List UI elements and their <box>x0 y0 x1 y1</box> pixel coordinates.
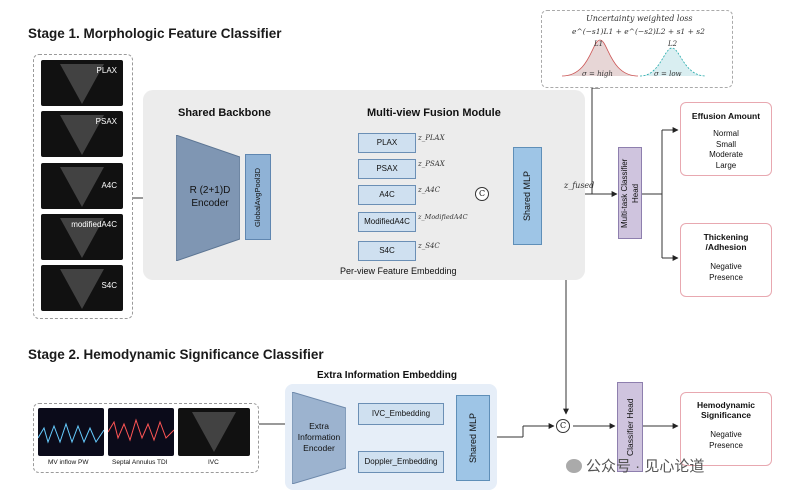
global-avg-pool: GlobalAvgPool3D <box>245 154 271 240</box>
output-effusion-title: Effusion Amount <box>691 111 761 121</box>
echo-image-s4c: S4C <box>41 265 123 311</box>
fused-symbol: z_fused <box>564 181 595 190</box>
ivc-embedding: IVC_Embedding <box>358 403 444 425</box>
doppler-image-mv-inflow <box>38 408 104 456</box>
output-thickening-item: Presence <box>709 272 743 282</box>
embed-symbol-plax: z_PLAX <box>418 134 445 142</box>
extra-info-encoder <box>292 392 346 484</box>
multi-task-classifier-head: Multi-task Classifier Head <box>618 147 642 239</box>
multi-task-classifier-head-label: Multi-task Classifier Head <box>620 158 640 228</box>
image-label-ivc: IVC <box>208 459 219 466</box>
output-thickening-adhesion: Thickening /Adhesion Negative Presence <box>680 223 772 297</box>
echo-image-modifieda4c: modifiedA4C <box>41 214 123 260</box>
output-effusion-item: Small <box>715 139 736 149</box>
output-hemodynamic-item: Negative <box>710 430 742 439</box>
image-label-mv-inflow: MV inflow PW <box>48 459 89 466</box>
embed-symbol-s4c: z_S4C <box>418 242 440 250</box>
echo-label-s4c: S4C <box>101 281 117 290</box>
output-thickening-item: Negative <box>710 262 742 271</box>
per-view-caption: Per-view Feature Embedding <box>340 266 457 276</box>
echo-label-plax: PLAX <box>96 66 117 75</box>
wechat-icon <box>566 458 582 473</box>
loss-formula: e^(−s1)L1 + e^(−s2)L2 + s1 + s2 <box>572 27 705 36</box>
fusion-view-a4c: A4C <box>358 185 416 205</box>
echo-label-a4c: A4C <box>101 181 117 190</box>
shared-mlp-stage2: Shared MLP <box>456 395 490 481</box>
echo-image-plax: PLAX <box>41 60 123 106</box>
doppler-image-septal-tdi <box>108 408 174 456</box>
watermark-text: 公众号 · 见心论道 <box>586 458 705 475</box>
global-avg-pool-label: GlobalAvgPool3D <box>253 167 262 227</box>
output-hemodynamic-item: Presence <box>709 440 743 450</box>
loss-l2: L2 <box>668 40 678 48</box>
fusion-view-modifieda4c: ModifiedA4C <box>358 212 416 232</box>
shared-mlp-stage1-label: Shared MLP <box>522 170 532 222</box>
extra-info-title: Extra Information Embedding <box>317 370 458 381</box>
echo-image-a4c: A4C <box>41 163 123 209</box>
fusion-view-psax: PSAX <box>358 159 416 179</box>
extra-info-encoder-label: Extra Information Encoder <box>297 421 341 453</box>
echo-label-modifieda4c: modifiedA4C <box>71 220 117 229</box>
loss-l1: L1 <box>594 40 604 48</box>
concat-node-stage1: C <box>475 187 489 201</box>
fusion-view-plax: PLAX <box>358 133 416 153</box>
echo-label-psax: PSAX <box>95 117 117 126</box>
stage2-classifier-head: Classifier Head <box>617 382 643 472</box>
embed-symbol-modifieda4c: z_ModifiedA4C <box>418 213 468 221</box>
watermark: 公众号 · 见心论道 <box>566 455 704 476</box>
shared-mlp-stage2-label: Shared MLP <box>468 412 478 464</box>
fusion-view-s4c: S4C <box>358 241 416 261</box>
embed-symbol-psax: z_PSAX <box>418 160 445 168</box>
output-hemodynamic-title: Hemodynamic Significance <box>696 400 756 420</box>
loss-sigma-high: σ = high <box>582 70 613 78</box>
r21d-encoder <box>176 135 240 261</box>
output-effusion-item: Large <box>715 160 737 170</box>
output-thickening-title: Thickening /Adhesion <box>703 232 749 252</box>
r21d-encoder-label: R (2+1)D Encoder <box>189 185 231 209</box>
concat-node-stage2: C <box>556 419 570 433</box>
shared-mlp-stage1: Shared MLP <box>513 147 542 245</box>
shared-backbone-title: Shared Backbone <box>178 107 271 119</box>
output-effusion-item: Normal <box>713 129 739 138</box>
ivc-image <box>178 408 250 456</box>
stage1-title: Stage 1. Morphologic Feature Classifier <box>28 26 282 41</box>
loss-title: Uncertainty weighted loss <box>586 14 693 23</box>
loss-sigma-low: σ = low <box>654 70 682 78</box>
image-label-septal-tdi: Septal Annulus TDI <box>112 459 168 466</box>
stage2-title: Stage 2. Hemodynamic Significance Classi… <box>28 347 324 362</box>
embed-symbol-a4c: z_A4C <box>418 186 441 194</box>
echo-image-psax: PSAX <box>41 111 123 157</box>
output-effusion-item: Moderate <box>709 150 743 159</box>
fusion-module-title: Multi-view Fusion Module <box>367 107 501 119</box>
loss-curves <box>561 39 707 77</box>
output-effusion-amount: Effusion Amount Normal Small Moderate La… <box>680 102 772 176</box>
doppler-embedding: Doppler_Embedding <box>358 451 444 473</box>
output-hemodynamic-significance: Hemodynamic Significance Negative Presen… <box>680 392 772 466</box>
